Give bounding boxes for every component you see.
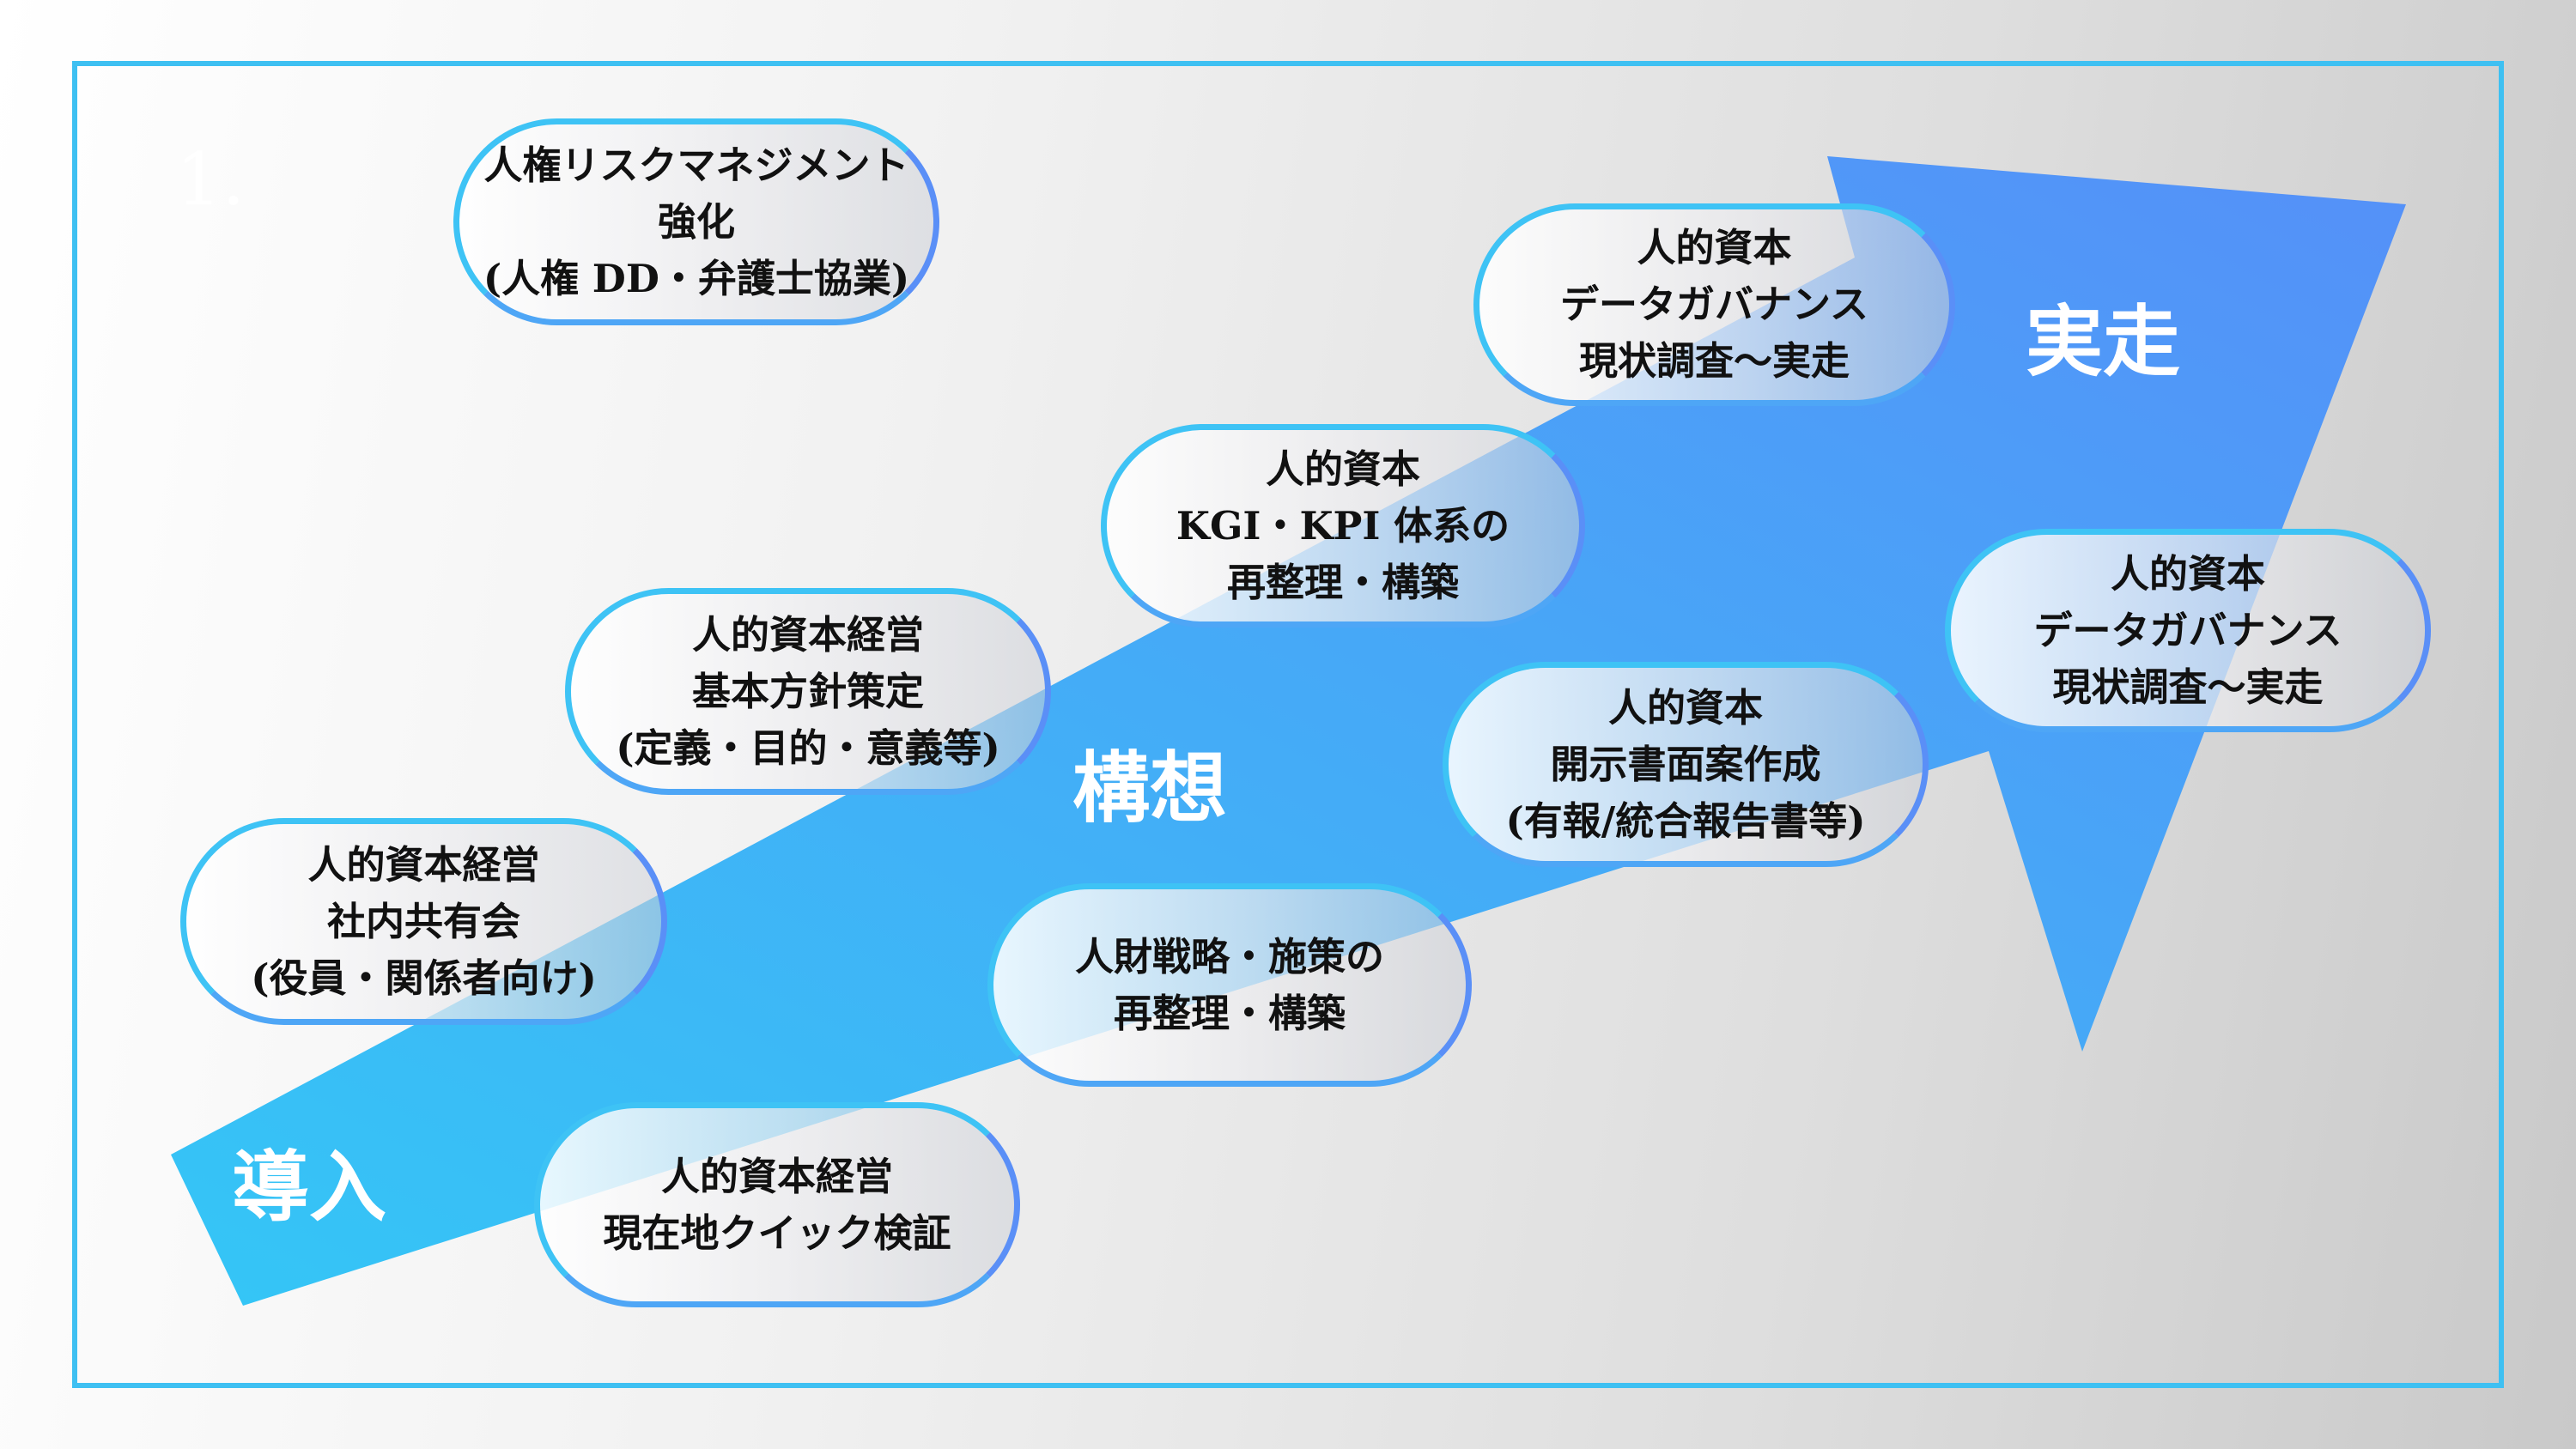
- bubble-line: KGI・KPI 体系の: [1176, 502, 1510, 549]
- bubble-line: 人的資本経営: [691, 611, 924, 658]
- bubble-basic-policy: 人的資本経営 基本方針策定 (定義・目的・意義等): [565, 588, 1051, 795]
- stage-label-intro: 導入: [232, 1142, 386, 1233]
- bubble-line: 基本方針策定: [691, 668, 924, 714]
- bubble-line: 人的資本: [1637, 225, 1792, 270]
- bubble-line: (定義・目的・意義等): [616, 724, 1000, 771]
- bubble-kgi-kpi: 人的資本 KGI・KPI 体系の 再整理・構築: [1101, 424, 1585, 627]
- bubble-line: データガバナンス: [1559, 282, 1869, 327]
- bubble-quick-assessment: 人的資本経営 現在地クイック検証: [534, 1102, 1020, 1307]
- bubble-human-rights-risk: 人権リスクマネジメント 強化 (人権 DD・弁護士協業): [453, 118, 939, 325]
- bubble-internal-sharing: 人的資本経営 社内共有会 (役員・関係者向け): [180, 818, 667, 1025]
- bubble-line: (有報/統合報告書等): [1505, 797, 1866, 844]
- bubble-line: 人権リスクマネジメント: [483, 142, 909, 188]
- bubble-line: 人財戦略・施策の: [1074, 933, 1384, 979]
- bubble-line: データガバナンス: [2033, 607, 2342, 653]
- bubble-disclosure-draft: 人的資本 開示書面案作成 (有報/統合報告書等): [1443, 662, 1929, 867]
- bubble-line: 開示書面案作成: [1550, 741, 1821, 787]
- bubble-line: 社内共有会: [326, 898, 520, 944]
- bubble-line: 現状調査～実走: [1578, 338, 1850, 384]
- bubble-line: (役員・関係者向け): [251, 955, 597, 1001]
- bubble-hr-strategy: 人財戦略・施策の 再整理・構築: [987, 883, 1472, 1087]
- bubble-data-governance-top: 人的資本 データガバナンス 現状調査～実走: [1473, 203, 1955, 406]
- bubble-line: 再整理・構築: [1226, 559, 1459, 605]
- arrow-shape: [171, 156, 2406, 1306]
- bubble-line: 人的資本: [2110, 550, 2265, 597]
- bubble-line: 人的資本経営: [307, 841, 540, 888]
- bubble-line: 再整理・構築: [1113, 990, 1346, 1036]
- bubble-line: (人権 DD・弁護士協業): [483, 255, 910, 301]
- bubble-line: 人的資本経営: [660, 1153, 893, 1199]
- slide-frame: [72, 61, 2504, 1388]
- bubble-line: 人的資本: [1607, 684, 1763, 731]
- stage-label-execution: 実走: [2026, 296, 2180, 387]
- bubble-line: 強化: [657, 198, 735, 245]
- bubble-line: 現在地クイック検証: [603, 1210, 951, 1256]
- slide-number: 1.: [176, 137, 246, 221]
- stage-label-concept: 構想: [1072, 743, 1227, 834]
- bubble-line: 現状調査～実走: [2052, 664, 2324, 710]
- bubble-data-governance-right: 人的資本 データガバナンス 現状調査～実走: [1945, 529, 2431, 732]
- bubble-line: 人的資本: [1265, 446, 1420, 492]
